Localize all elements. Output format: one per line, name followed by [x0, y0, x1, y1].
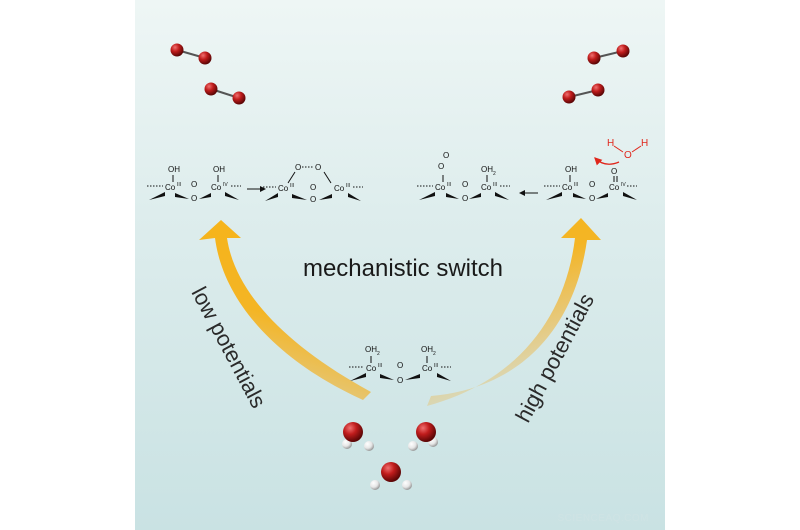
svg-text:OH: OH: [213, 165, 225, 174]
svg-text:Co: Co: [165, 183, 176, 192]
svg-text:O: O: [624, 150, 632, 161]
svg-text:H: H: [641, 138, 648, 149]
svg-text:O: O: [310, 195, 316, 204]
svg-text:OH: OH: [421, 345, 433, 354]
low-potentials-label: low potentials: [187, 283, 272, 412]
low-potential-arrow-icon: [199, 220, 371, 400]
svg-text:OH: OH: [168, 165, 180, 174]
svg-text:O: O: [462, 180, 468, 189]
svg-text:III: III: [346, 183, 350, 189]
cobalt-dimer-right-1: O O OH 2 Co III Co III O O: [417, 151, 510, 203]
svg-text:O: O: [611, 167, 617, 176]
svg-text:2: 2: [493, 171, 496, 177]
svg-text:III: III: [574, 182, 578, 188]
watermark: SCIENCEAQ.COM: [557, 513, 649, 524]
svg-text:O: O: [295, 163, 301, 172]
svg-text:O: O: [462, 194, 468, 203]
svg-text:O: O: [589, 180, 595, 189]
high-potential-arrow-icon: [427, 218, 601, 406]
svg-text:IV: IV: [621, 182, 626, 188]
o2-molecule-icon: [562, 83, 605, 104]
svg-text:Co: Co: [211, 183, 222, 192]
svg-text:H: H: [607, 138, 614, 149]
svg-text:IV: IV: [223, 182, 228, 188]
svg-text:III: III: [493, 182, 497, 188]
svg-text:Co: Co: [422, 364, 433, 373]
o2-molecule-icon: [170, 43, 212, 65]
o2-molecule-icon: [204, 82, 246, 105]
svg-text:Co: Co: [278, 184, 289, 193]
svg-text:Co: Co: [562, 183, 573, 192]
cobalt-dimer-bottom: OH 2 OH 2 Co III Co III O O: [349, 345, 451, 385]
svg-text:O: O: [438, 162, 444, 171]
water-attack-label: H O H: [594, 138, 648, 166]
svg-text:III: III: [447, 182, 451, 188]
svg-text:O: O: [443, 151, 449, 160]
svg-text:III: III: [177, 182, 181, 188]
water-molecule-icon: [408, 422, 438, 451]
svg-text:Co: Co: [366, 364, 377, 373]
svg-text:Co: Co: [435, 183, 446, 192]
svg-text:O: O: [310, 183, 316, 192]
cobalt-dimer-left-1: OH OH Co III Co IV O O: [147, 165, 241, 203]
water-molecule-icon: [370, 462, 412, 490]
svg-text:O: O: [589, 194, 595, 203]
svg-text:III: III: [434, 363, 438, 369]
svg-text:OH: OH: [565, 165, 577, 174]
svg-text:O: O: [397, 376, 403, 385]
center-title: mechanistic switch: [303, 255, 503, 282]
svg-text:O: O: [191, 194, 197, 203]
svg-text:OH: OH: [365, 345, 377, 354]
svg-text:Co: Co: [334, 184, 345, 193]
water-molecule-icon: [342, 422, 374, 451]
svg-text:2: 2: [377, 351, 380, 357]
mechanism-diagram: OH OH Co III Co IV O O O O Co III Co III…: [147, 43, 648, 490]
o2-molecule-icon: [587, 44, 630, 65]
svg-text:2: 2: [433, 351, 436, 357]
cobalt-dimer-right-2: OH O Co III Co IV O O: [544, 165, 637, 203]
svg-text:Co: Co: [481, 183, 492, 192]
svg-text:Co: Co: [609, 183, 620, 192]
svg-text:O: O: [397, 361, 403, 370]
illustration-panel: OH OH Co III Co IV O O O O Co III Co III…: [135, 0, 665, 530]
svg-text:III: III: [290, 183, 294, 189]
svg-text:OH: OH: [481, 165, 493, 174]
svg-text:III: III: [378, 363, 382, 369]
svg-text:O: O: [315, 163, 321, 172]
cobalt-dimer-left-2: O O Co III Co III O O: [263, 163, 363, 204]
curved-red-arrow-icon: [594, 157, 620, 166]
svg-text:O: O: [191, 180, 197, 189]
